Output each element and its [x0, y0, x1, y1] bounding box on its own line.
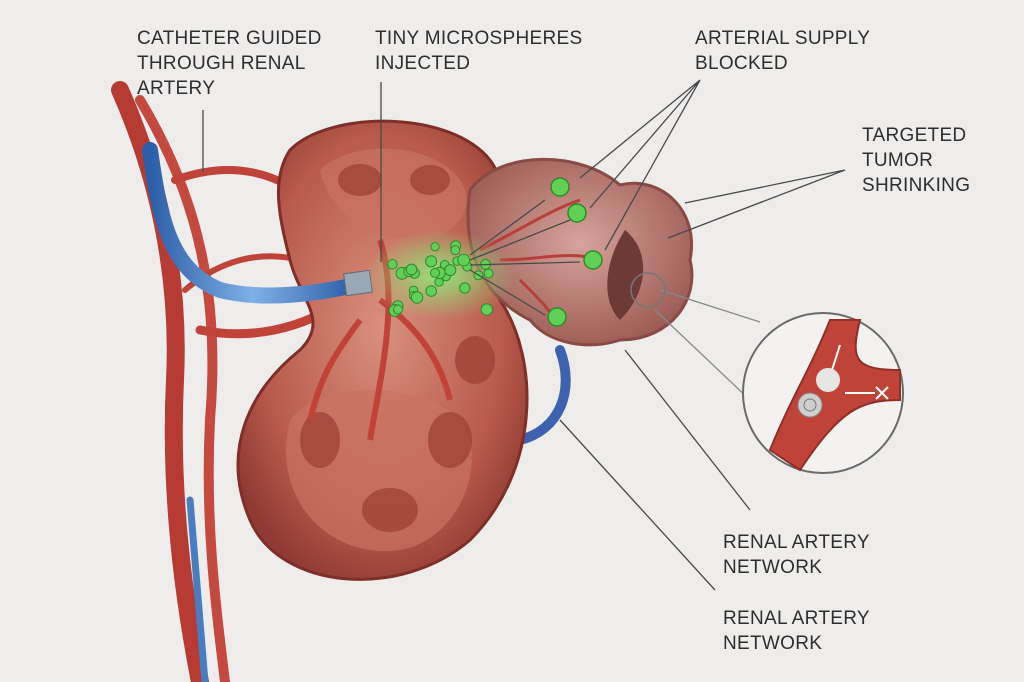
microsphere [444, 264, 457, 277]
label-line: ARTERIAL SUPPLY [695, 28, 871, 49]
microsphere [430, 267, 441, 278]
leader-lines [202, 79, 846, 591]
label-arterial-supply: ARTERIAL SUPPLY BLOCKED [695, 26, 870, 76]
label-line: RENAL ARTERY [723, 532, 870, 553]
label-line: RENAL ARTERY [723, 608, 870, 629]
microsphere [425, 285, 438, 297]
label-renal-artery-network-2: RENAL ARTERY NETWORK [723, 606, 870, 656]
microsphere [450, 245, 461, 256]
microsphere [410, 291, 424, 304]
label-line: SHRINKING [862, 175, 971, 196]
microsphere [405, 263, 418, 276]
catheter [142, 142, 373, 682]
microsphere [425, 255, 438, 268]
label-line: TUMOR [862, 150, 934, 171]
microsphere [457, 253, 471, 267]
microsphere [459, 282, 471, 294]
microsphere [483, 268, 494, 279]
label-line: NETWORK [723, 633, 823, 654]
label-line: NETWORK [723, 557, 823, 578]
microsphere [387, 259, 398, 270]
microspheres [365, 177, 603, 327]
label-line: INJECTED [375, 53, 471, 74]
label-renal-artery-network-1: RENAL ARTERY NETWORK [723, 530, 870, 580]
label-line: THROUGH RENAL [137, 53, 306, 74]
label-line: TARGETED [862, 125, 967, 146]
magnify-marker [630, 272, 666, 308]
microsphere [430, 242, 440, 252]
inset-embolization-detail [742, 312, 904, 474]
label-line: ARTERY [137, 78, 216, 99]
label-catheter: CATHETER GUIDED THROUGH RENAL ARTERY [137, 26, 322, 101]
label-line: BLOCKED [695, 53, 788, 74]
label-line: TINY MICROSPHERES [375, 28, 583, 49]
label-tumor-shrinking: TARGETED TUMOR SHRINKING [862, 123, 970, 198]
microsphere [392, 304, 403, 315]
microsphere [480, 303, 494, 316]
label-microspheres: TINY MICROSPHERES INJECTED [375, 26, 582, 76]
label-line: CATHETER GUIDED [137, 28, 322, 49]
